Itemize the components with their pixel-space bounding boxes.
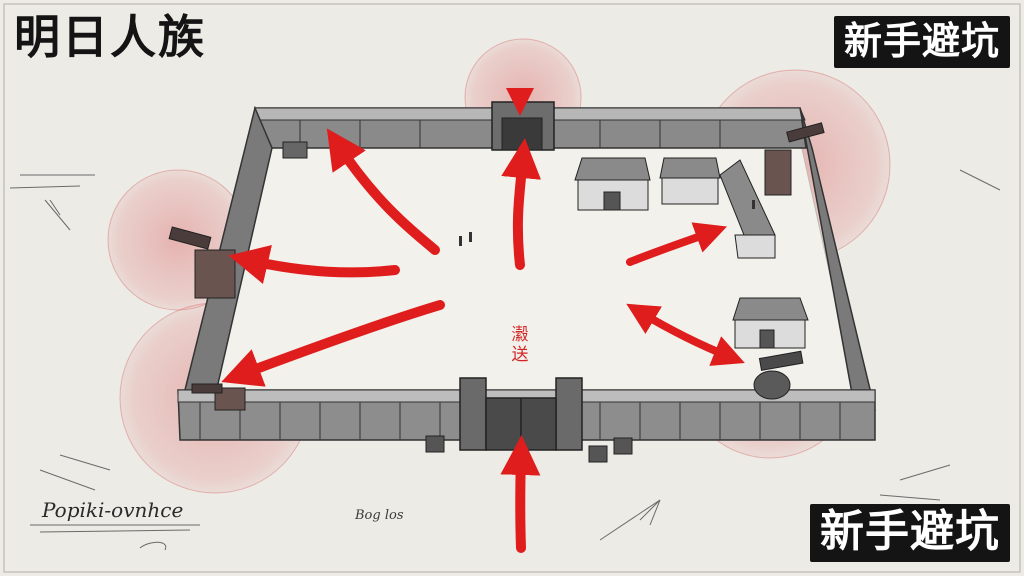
back-gate xyxy=(491,101,555,151)
direction-arrows xyxy=(221,88,745,553)
red-direction-arrow xyxy=(221,300,445,387)
tip-badge-top: 新手避坑 xyxy=(833,16,1010,68)
center-label-char: 送 xyxy=(511,344,529,365)
red-direction-arrow xyxy=(228,245,400,284)
small-handwriting: Bog los xyxy=(355,508,404,523)
cannon-turret-icon xyxy=(753,350,804,400)
artist-signature: Popiki-ovnhce xyxy=(42,498,184,522)
page-title: 明日人族 xyxy=(14,10,206,64)
center-label-char: 瀫 xyxy=(511,325,529,345)
sketch-lines xyxy=(9,169,1001,551)
buildings xyxy=(282,141,809,463)
barracks-icon xyxy=(659,157,721,205)
supply-crate-icon xyxy=(282,141,633,463)
red-direction-arrow xyxy=(500,435,541,553)
red-direction-arrow xyxy=(626,303,745,366)
center-label: 瀫 送 xyxy=(508,325,532,365)
cannon-turret-icon xyxy=(764,122,825,196)
cannon-turret-icon xyxy=(191,383,246,411)
red-direction-arrow xyxy=(326,128,440,255)
courtyard xyxy=(194,139,861,411)
cannon-turret-icon xyxy=(168,226,236,299)
soldier-figures xyxy=(459,200,755,246)
red-direction-arrow xyxy=(501,138,542,270)
barracks-icon xyxy=(574,157,651,211)
barracks-icon xyxy=(719,159,776,259)
turrets xyxy=(168,122,825,411)
red-direction-arrow xyxy=(626,222,728,266)
barracks-icon xyxy=(732,297,809,349)
tip-badge-bottom: 新手避坑 xyxy=(810,504,1010,562)
